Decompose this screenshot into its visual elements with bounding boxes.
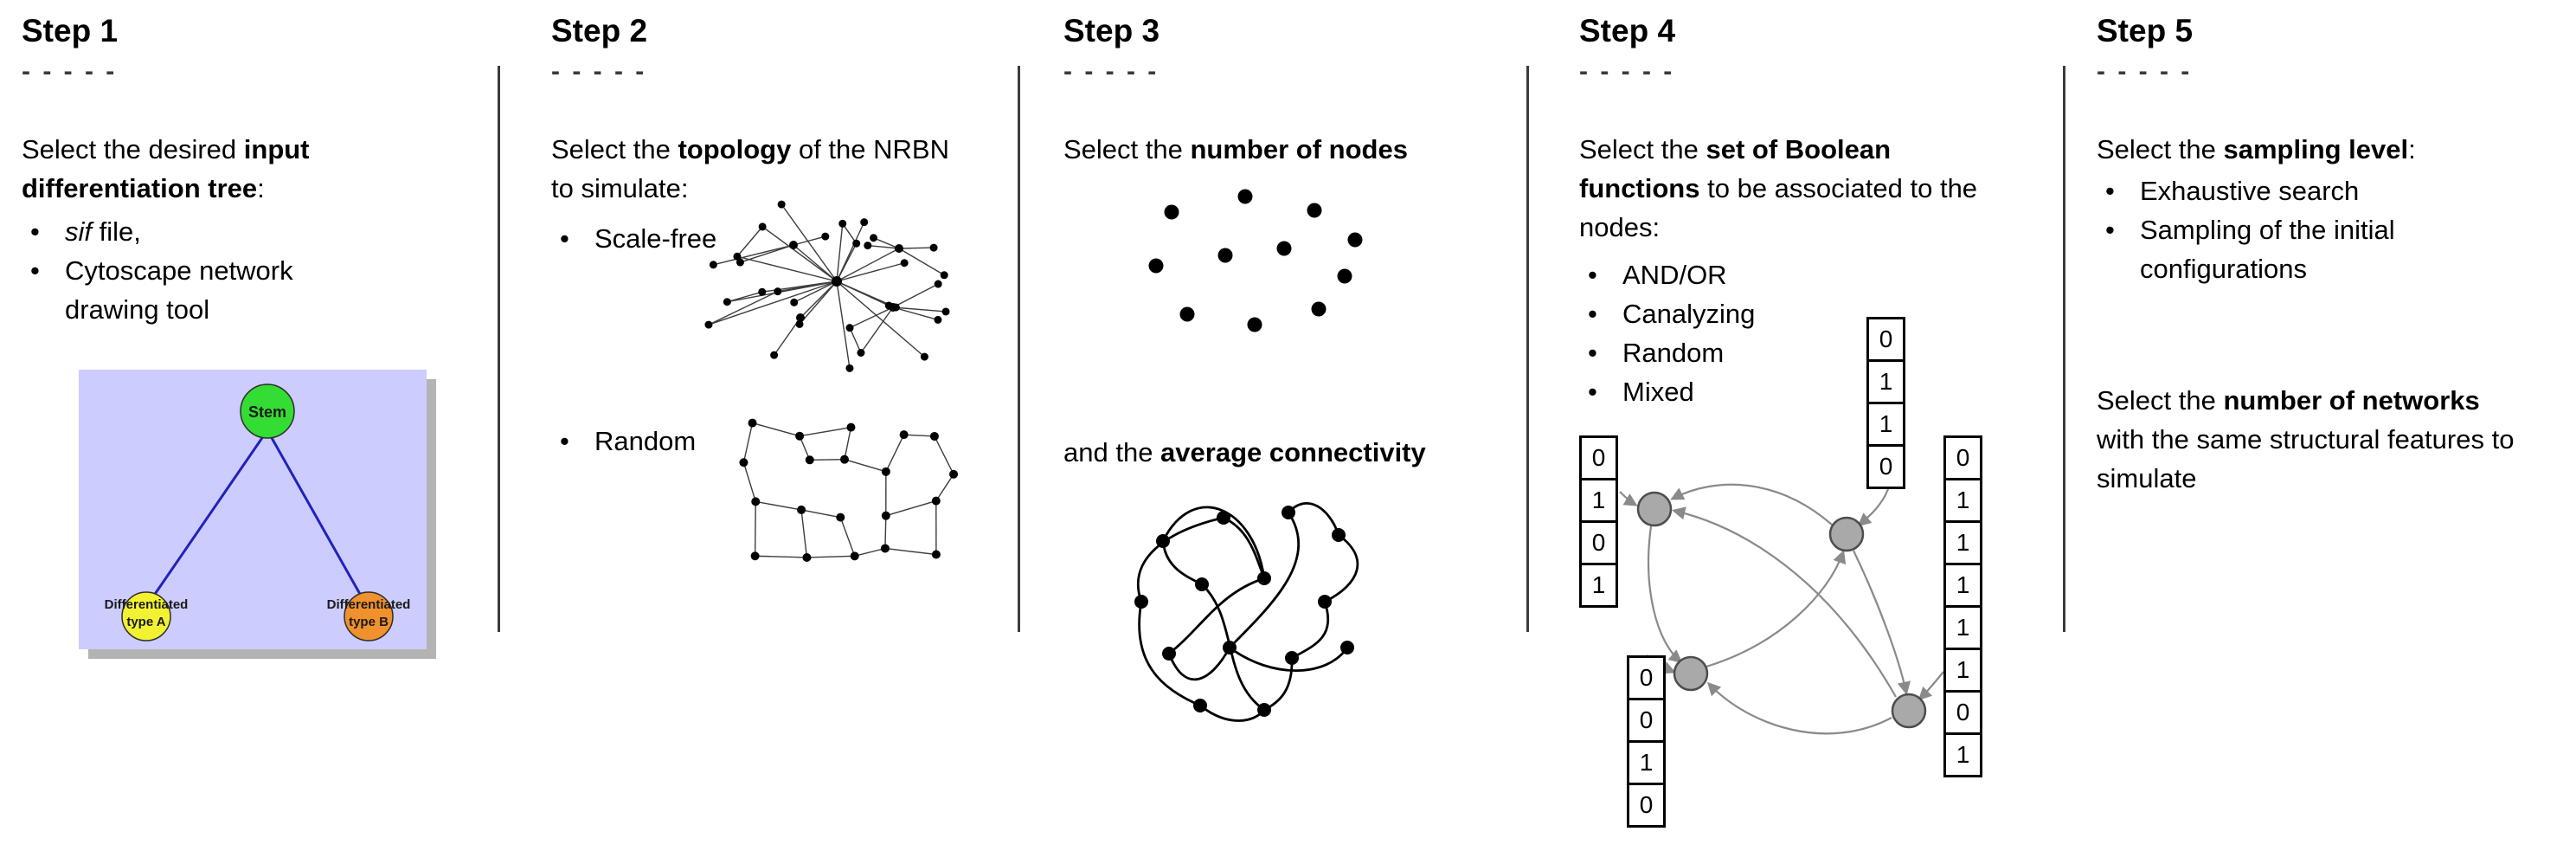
step1-intro: Select the desired input differentiation… bbox=[22, 134, 310, 203]
step1-bullet-sif-file: sif file, bbox=[22, 212, 307, 251]
table-cell: 1 bbox=[1943, 563, 1982, 608]
tree-edge-stem-to-a bbox=[148, 429, 269, 603]
scale-free-option: Scale-free bbox=[551, 219, 811, 258]
table-cell: 1 bbox=[1579, 478, 1618, 523]
step5-bullets: Exhaustive search Sampling of the initia… bbox=[2097, 171, 2477, 288]
step2-intro: Select the topology of the NRBN to simul… bbox=[551, 134, 949, 203]
sampling-option: Sampling of the initial configurations bbox=[2097, 210, 2460, 288]
step5-column: Step 5 - - - - - Select the sampling lev… bbox=[2097, 0, 2568, 851]
step5-line1: Select the sampling level: bbox=[2097, 134, 2416, 164]
table-cell: 0 bbox=[1943, 435, 1982, 480]
step4-bullets: AND/OR Canalyzing Random Mixed bbox=[1579, 255, 1882, 411]
step2-column: Step 2 - - - - - Select the topology of … bbox=[551, 0, 1010, 851]
tree-edge-stem-to-b bbox=[266, 429, 366, 603]
gray-node-b bbox=[1828, 516, 1865, 552]
step5-title: Step 5 bbox=[2097, 13, 2194, 48]
table-cell: 0 bbox=[1943, 690, 1982, 735]
step3-line1: Select the number of nodes bbox=[1063, 134, 1408, 164]
scale-free-network-graphic bbox=[704, 200, 950, 372]
table-cell: 0 bbox=[1579, 435, 1618, 480]
column-divider-2 bbox=[1018, 66, 1020, 632]
connectivity-tangle-graphic bbox=[1134, 501, 1359, 722]
step4-title: Step 4 bbox=[1579, 13, 1676, 48]
stem-node-label: Stem bbox=[248, 403, 286, 421]
table-cell: 1 bbox=[1943, 520, 1982, 565]
column-divider-1 bbox=[498, 66, 500, 632]
differentiated-type-b-node bbox=[344, 591, 394, 641]
gray-node-c bbox=[1673, 655, 1709, 692]
boolean-table-bottom: 0 0 1 0 bbox=[1627, 655, 1666, 828]
step3-column: Step 3 - - - - - Select the number of no… bbox=[1063, 0, 1518, 851]
step1-bullets: sif file, Cytoscape network drawing tool bbox=[22, 212, 385, 329]
differentiation-tree-graphic: Stem Differentiated type A Differentiate… bbox=[79, 370, 427, 649]
step3-dashes: - - - - - bbox=[1063, 57, 1160, 86]
boolean-table-right: 0 1 1 1 1 1 0 1 bbox=[1943, 435, 1982, 777]
and-or-option: AND/OR bbox=[1579, 255, 1882, 294]
column-divider-4 bbox=[2063, 66, 2065, 632]
step2-dashes: - - - - - bbox=[551, 57, 647, 86]
boolean-network-nodes bbox=[1636, 491, 1927, 729]
table-cell: 0 bbox=[1866, 444, 1905, 489]
differentiation-tree-panel: Stem Differentiated type A Differentiate… bbox=[79, 370, 427, 649]
boolean-network-edges bbox=[1619, 483, 1944, 735]
tangle-edges bbox=[1136, 501, 1359, 722]
table-cell: 1 bbox=[1627, 740, 1666, 785]
tangle-nodes bbox=[1134, 506, 1354, 717]
canalyzing-option: Canalyzing bbox=[1579, 294, 1882, 333]
step5-line2: Select the number of networks with the s… bbox=[2097, 385, 2515, 493]
boolean-table-top: 0 1 1 0 bbox=[1866, 317, 1905, 489]
gray-node-d bbox=[1891, 693, 1927, 729]
table-cell: 0 bbox=[1866, 317, 1905, 362]
type-a-label-line1: Differentiated bbox=[105, 597, 189, 612]
random-network-graphic bbox=[739, 418, 958, 562]
step5-dashes: - - - - - bbox=[2097, 57, 2193, 86]
type-a-label-line2: type A bbox=[126, 615, 165, 629]
differentiated-type-a-node bbox=[121, 591, 171, 641]
table-cell: 1 bbox=[1943, 478, 1982, 523]
table-cell: 1 bbox=[1579, 563, 1618, 608]
random-functions-option: Random bbox=[1579, 333, 1882, 372]
table-cell: 1 bbox=[1866, 359, 1905, 404]
column-divider-3 bbox=[1526, 66, 1529, 632]
step3-line2: and the average connectivity bbox=[1063, 437, 1426, 467]
step1-title: Step 1 bbox=[22, 13, 119, 48]
step1-column: Step 1 - - - - - Select the desired inpu… bbox=[22, 0, 493, 851]
stem-node bbox=[240, 384, 295, 439]
table-cell: 0 bbox=[1579, 520, 1618, 565]
table-cell: 0 bbox=[1627, 698, 1666, 743]
step2-bullet-random: Random bbox=[551, 422, 811, 461]
gray-node-a bbox=[1636, 491, 1673, 527]
nodes-dots-graphic bbox=[1148, 189, 1363, 332]
random-option: Random bbox=[551, 422, 811, 461]
table-cell: 1 bbox=[1943, 732, 1982, 777]
exhaustive-search-option: Exhaustive search bbox=[2097, 171, 2460, 210]
step4-dashes: - - - - - bbox=[1579, 57, 1675, 86]
step3-title: Step 3 bbox=[1063, 13, 1160, 48]
mixed-option: Mixed bbox=[1579, 372, 1882, 411]
table-cell: 0 bbox=[1627, 783, 1666, 828]
step2-bullet-scale-free: Scale-free bbox=[551, 219, 811, 258]
type-b-label-line2: type B bbox=[349, 615, 389, 629]
table-cell: 1 bbox=[1866, 402, 1905, 447]
boolean-network-graphic bbox=[1619, 483, 1944, 735]
type-b-label-line1: Differentiated bbox=[327, 597, 411, 612]
step4-intro: Select the set of Boolean functions to b… bbox=[1579, 134, 1978, 242]
step2-title: Step 2 bbox=[551, 13, 648, 48]
step1-dashes: - - - - - bbox=[22, 57, 118, 86]
step4-column: Step 4 - - - - - Select the set of Boole… bbox=[1579, 0, 2055, 851]
table-cell: 0 bbox=[1627, 655, 1666, 700]
step1-bullet-cytoscape: Cytoscape network drawing tool bbox=[22, 251, 307, 329]
boolean-table-left: 0 1 0 1 bbox=[1579, 435, 1618, 608]
table-cell: 1 bbox=[1943, 648, 1982, 693]
table-cell: 1 bbox=[1943, 605, 1982, 650]
